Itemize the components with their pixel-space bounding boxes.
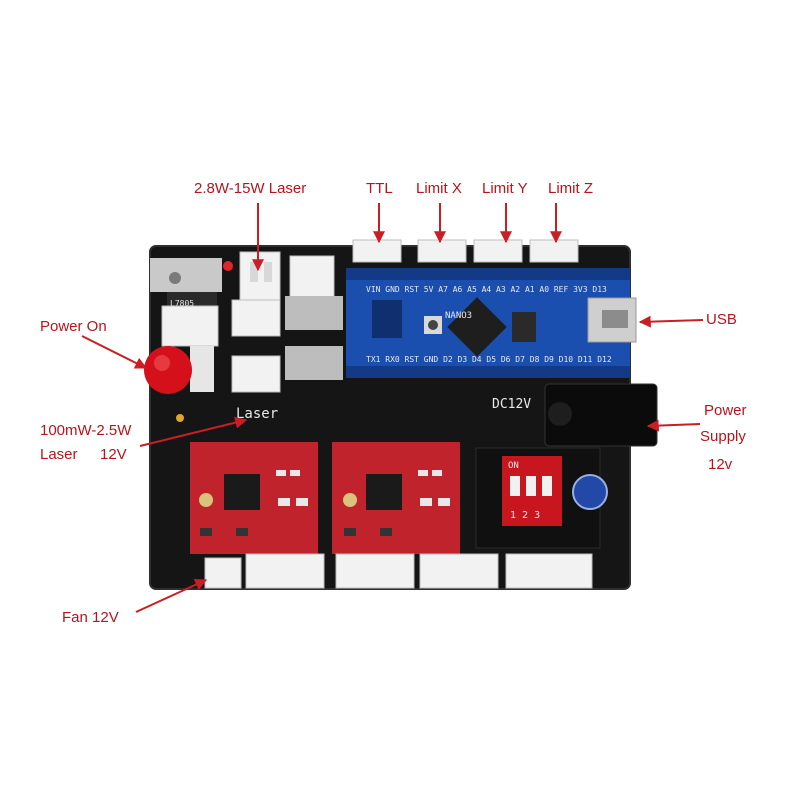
arrow-power-on (81, 335, 148, 369)
label-limit-z: Limit Z (548, 180, 593, 197)
nano-top-pins: VIN GND RST 5V A7 A6 A5 A4 A3 A2 A1 A0 R… (366, 285, 607, 294)
label-laser-high: 2.8W-15W Laser (194, 180, 307, 197)
label-power-supply-2: Supply (700, 428, 746, 445)
laser-high-connector (239, 251, 281, 305)
limit-z-connector (529, 239, 579, 263)
nano-bottom-pins: TX1 RX0 RST GND D2 D3 D4 D5 D6 D7 D8 D9 … (366, 355, 612, 364)
fan-connector (204, 557, 242, 589)
dip-on-label: ON (508, 461, 519, 471)
label-power-on: Power On (40, 318, 107, 335)
label-laser-low-1: 100mW-2.5W (40, 422, 132, 439)
motor-a-connector (505, 553, 593, 589)
label-laser-low-3: 12V (100, 446, 127, 463)
motor-z-connector (419, 553, 499, 589)
label-fan: Fan 12V (62, 609, 119, 626)
motor-x-connector (245, 553, 325, 589)
label-power-supply-1: Power (704, 402, 747, 419)
arrow-fan (135, 579, 208, 613)
label-limit-y: Limit Y (482, 180, 528, 197)
power-button (144, 346, 192, 394)
capacitor (572, 474, 608, 510)
arrow-laser-low (139, 416, 248, 447)
label-power-supply-3: 12v (708, 456, 733, 473)
label-limit-x: Limit X (416, 180, 462, 197)
mosfet-1 (285, 296, 343, 330)
label-ttl: TTL (366, 180, 393, 197)
arrow-power-supply (646, 419, 701, 432)
ttl-connector (352, 239, 402, 263)
nano-chip (447, 297, 507, 357)
dc-jack (544, 383, 658, 447)
voltage-regulator (150, 258, 222, 292)
motor-y-connector (335, 553, 415, 589)
arrow-usb (638, 315, 704, 328)
nano-model: NANO3 (445, 311, 472, 321)
label-usb: USB (706, 311, 737, 328)
limit-x-connector (417, 239, 467, 263)
dc-silkscreen: DC12V (492, 397, 531, 412)
regulator-label: L7805 (170, 299, 194, 308)
dip-numbers: 1 2 3 (510, 510, 540, 521)
laser-silkscreen: Laser (236, 406, 278, 422)
label-laser-low-2: Laser (40, 446, 78, 463)
limit-y-connector (473, 239, 523, 263)
laser-low-connector (231, 355, 281, 393)
